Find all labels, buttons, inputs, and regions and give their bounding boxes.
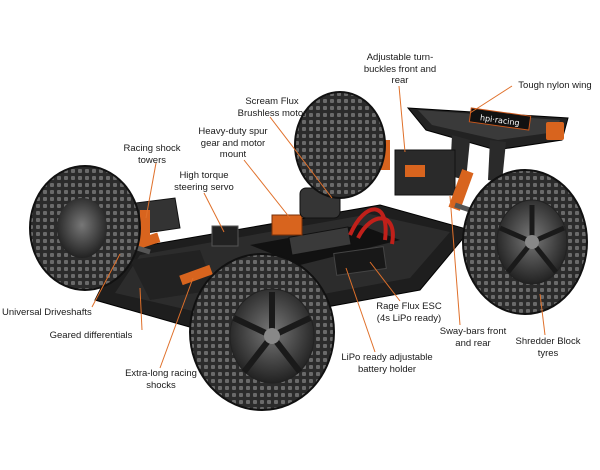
leader-motor [269,116,333,199]
leader-wing [469,85,513,114]
label-motor: Scream Flux Brushless motor [237,96,307,119]
label-driveshafts: Universal Driveshafts [2,307,92,318]
rear-left-wheel [294,91,386,199]
leader-shocks [159,277,194,369]
leader-differentials [139,287,143,331]
label-shocks: Extra-long racing shocks [125,368,197,391]
leader-swaybars [449,195,461,326]
rear-wing: hpi·racing [406,107,569,182]
label-battery: LiPo ready adjustable battery holder [341,352,433,375]
front-left-wheel [29,165,141,291]
leader-battery [345,267,376,353]
leader-turnbuckles [398,85,406,153]
label-swaybars: Sway-bars front and rear [439,326,507,349]
label-esc: Rage Flux ESC (4s LiPo ready) [376,301,442,324]
leader-driveshafts [91,253,121,308]
label-spur: Heavy-duty spur gear and motor mount [198,126,268,160]
rear-right-wheel [462,169,588,315]
label-wing: Tough nylon wing [518,80,592,91]
label-tyres: Shredder Block tyres [515,336,581,359]
leader-shock-towers [145,162,157,219]
leader-tyres [539,293,546,336]
label-turnbuckles: Adjustable turn- buckles front and rear [363,52,437,86]
front-right-wheel [189,253,335,411]
leader-esc [369,261,401,302]
leader-spur [243,159,291,219]
leader-lines [91,85,546,369]
label-servo: High torque steering servo [174,170,234,193]
leader-servo [203,192,225,233]
wing-endplate-logo [546,122,564,140]
label-differentials: Geared differentials [49,330,133,341]
label-shock-towers: Racing shock towers [123,143,181,166]
